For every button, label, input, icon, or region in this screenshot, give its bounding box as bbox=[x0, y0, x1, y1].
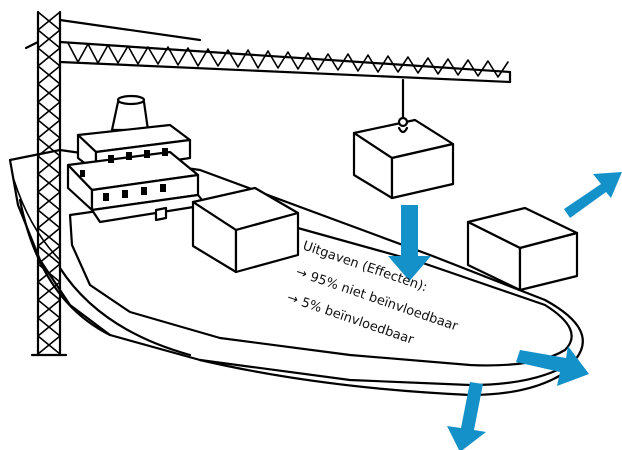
arrow-out-bottom bbox=[447, 382, 486, 450]
arrow-out-top-right bbox=[564, 172, 622, 218]
ship-bridge bbox=[68, 96, 206, 222]
